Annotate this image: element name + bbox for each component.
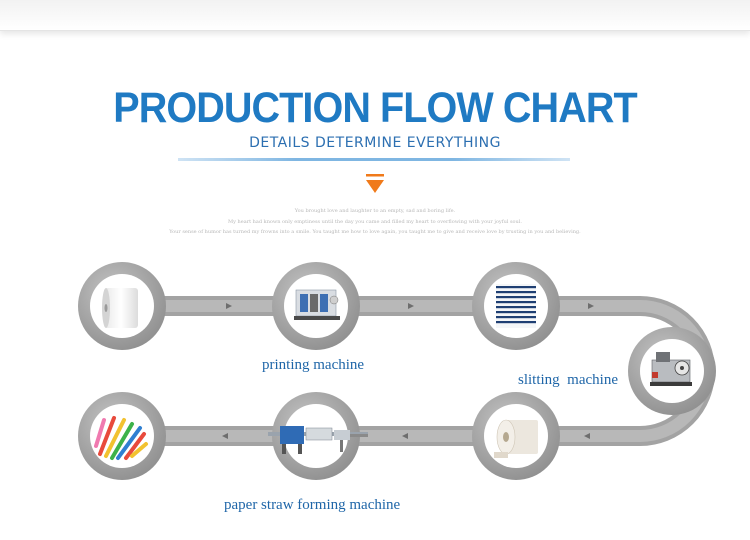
blurb-line: You brought love and laughter to an empt… [294,208,456,214]
step-node-paper-roll [78,262,166,350]
track-arrow [226,303,232,309]
blurb-text: You brought love and laughter to an empt… [150,206,600,238]
step-node-paper-reels [472,392,560,480]
blurb-line: My heart had known only emptiness until … [228,218,522,225]
blurb-line: Your sense of humor has turned my frowns… [169,229,581,235]
step-label-printing: printing machine [262,357,365,373]
paper-reel-icon [494,419,538,458]
step-node-printing [272,262,360,350]
track-arrow [584,433,590,439]
step-node-straws [78,392,166,480]
track-arrow [402,433,408,439]
track-arrow [408,303,414,309]
track-arrow [588,303,594,309]
page-title: PRODUCTION FLOW CHART [113,84,637,132]
printing-machine-icon [294,289,340,320]
slit-paper-icon [496,284,536,328]
track-arrow [222,433,228,439]
track-arrows [222,303,594,439]
page-subtitle: DETAILS DETERMINE EVERYTHING [249,135,501,151]
step-label-slitting: slitting machine [518,372,618,388]
step-node-rewinding [628,327,716,415]
step-label-forming: paper straw forming machine [224,497,401,513]
slitting-machine-icon [650,352,692,386]
flow-track [112,296,715,446]
paper-roll-icon [102,288,138,328]
top-shade-bar [0,0,750,31]
title-underline [178,158,570,161]
paper-straws-icon [94,416,148,460]
straw-forming-machine-icon [268,426,368,454]
step-node-forming [268,392,368,480]
down-arrow-icon [366,174,384,193]
step-node-slitting [472,262,560,350]
